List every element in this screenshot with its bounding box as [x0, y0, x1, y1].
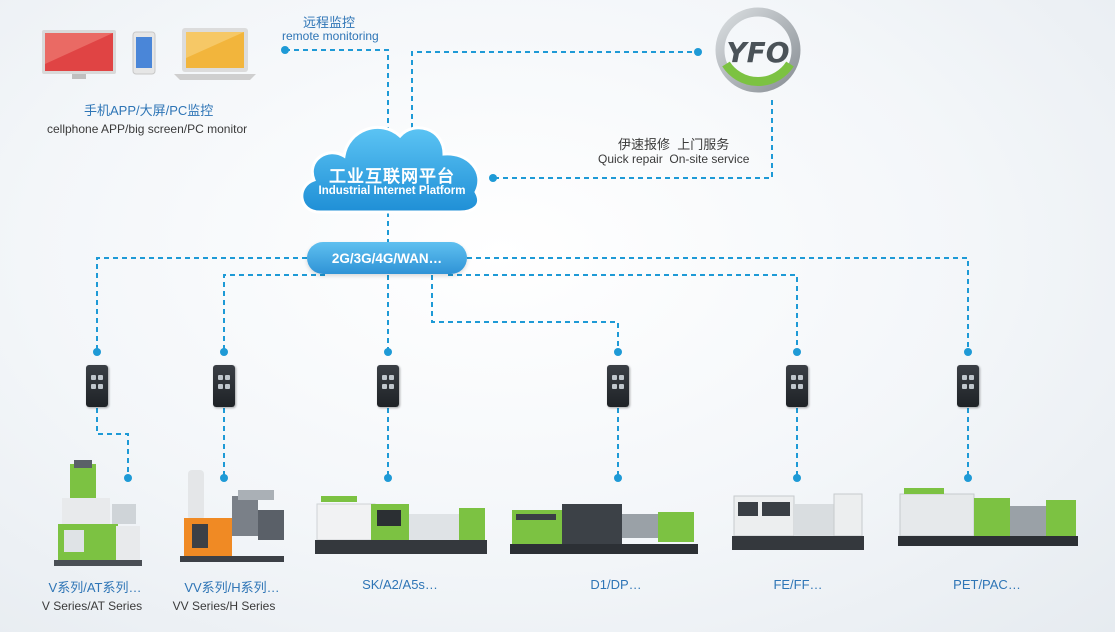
vertical-h-machine-icon: [180, 470, 284, 562]
cloud-icon: [300, 125, 481, 214]
machine-label-cn: SK/A2/A5s…: [362, 577, 438, 592]
monitor-devices-icon: [42, 28, 256, 80]
machine-label-en: VV Series/H Series: [172, 599, 276, 613]
logo-text: YFO: [726, 36, 790, 69]
dtu-gateway-icon: [786, 365, 808, 407]
yfo-logo: YFO: [712, 6, 804, 98]
machine-label-cn: FE/FF…: [773, 577, 823, 592]
devices-label-en: cellphone APP/big screen/PC monitor: [47, 122, 248, 136]
logo-ring-icon: [715, 7, 801, 93]
dtu-gateway-icon: [86, 365, 108, 407]
machine-label-cn: VV系列/H系列…: [184, 580, 280, 595]
horizontal-machine-pet-icon: [898, 488, 1078, 546]
dtu-gateway-icon: [213, 365, 235, 407]
service-label-en: Quick repair On-site service: [598, 152, 750, 166]
cloud-subtitle: Industrial Internet Platform: [318, 185, 466, 197]
vertical-machine-icon: [54, 460, 142, 566]
remote-monitoring-label-cn: 远程监控: [303, 15, 356, 30]
horizontal-machine-sk-icon: [315, 496, 487, 554]
service-label-cn: 伊速报修 上门服务: [618, 137, 730, 152]
dtu-gateway-icon: [957, 365, 979, 407]
machine-label-cn: D1/DP…: [590, 577, 642, 592]
horizontal-machine-d1-icon: [510, 504, 698, 554]
horizontal-machine-fe-icon: [732, 493, 864, 550]
cloud-title: 工业互联网平台: [329, 167, 455, 186]
machine-label-cn: PET/PAC…: [953, 577, 1021, 592]
remote-monitoring-label-en: remote monitoring: [282, 29, 379, 43]
dtu-gateway-icon: [377, 365, 399, 407]
dtu-gateway-icon: [607, 365, 629, 407]
devices-label-cn: 手机APP/大屏/PC监控: [84, 103, 214, 118]
network-badge: 2G/3G/4G/WAN…: [307, 242, 467, 274]
machine-label-en: V Series/AT Series: [41, 599, 143, 613]
machine-label-cn: V系列/AT系列…: [48, 580, 142, 595]
